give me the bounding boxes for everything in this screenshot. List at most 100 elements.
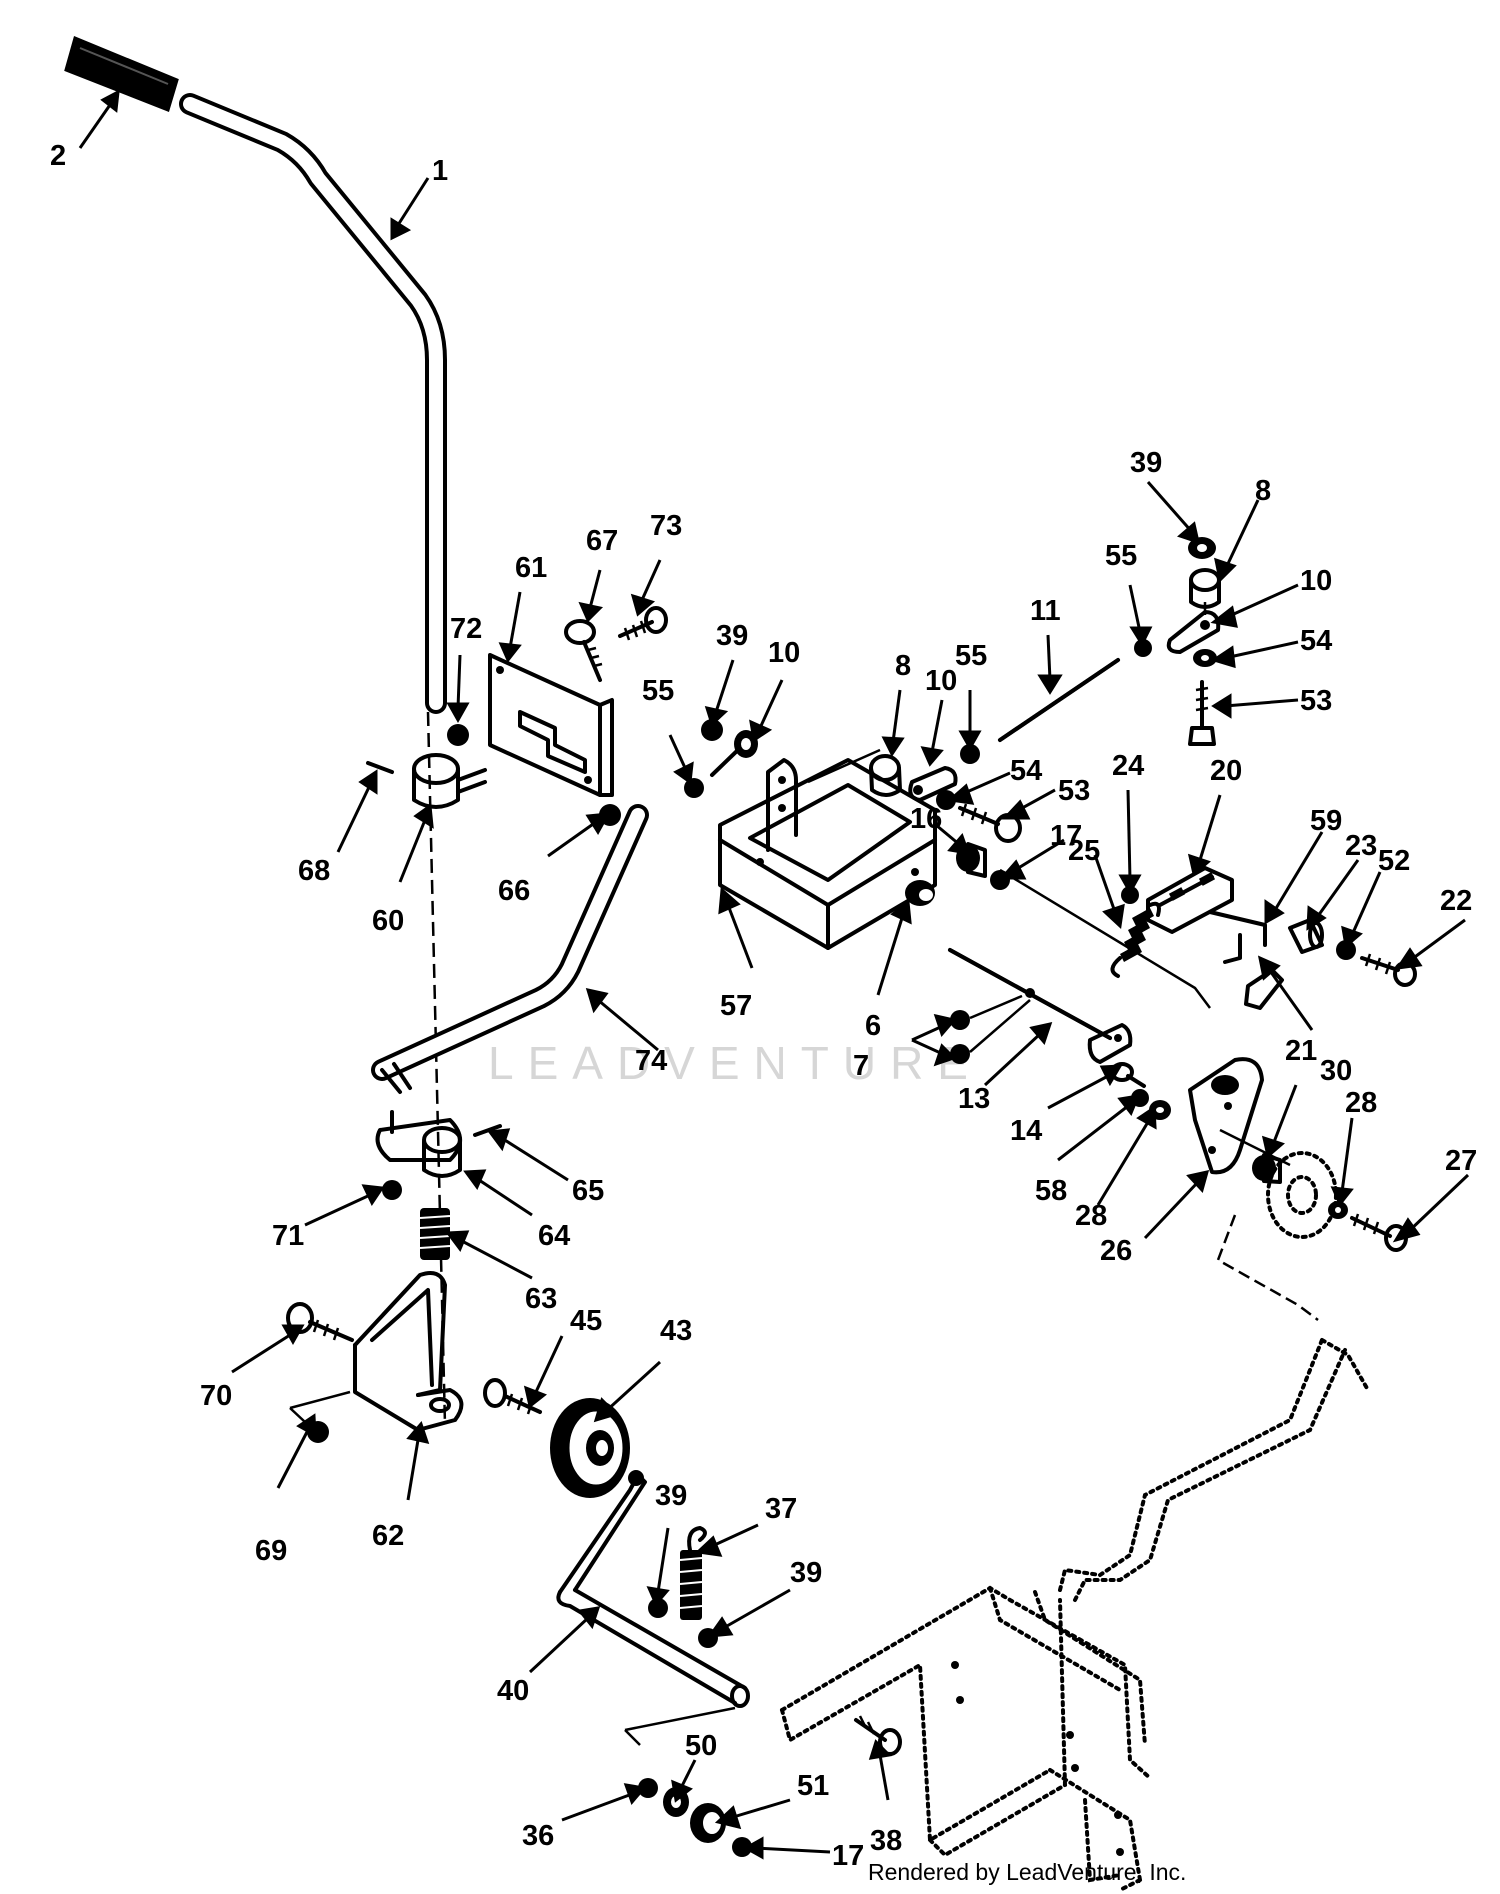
callout-2: 2 bbox=[50, 140, 66, 172]
callout-27: 27 bbox=[1445, 1145, 1477, 1177]
part-26-plate[interactable] bbox=[1188, 1057, 1264, 1175]
dotted-frame-outline bbox=[780, 1585, 1152, 1892]
callout-1: 1 bbox=[432, 155, 448, 187]
part-51-bushing[interactable] bbox=[690, 1803, 726, 1843]
callout-38: 38 bbox=[870, 1825, 902, 1857]
part-30-nut[interactable] bbox=[1252, 1153, 1282, 1184]
part-62-bracket[interactable] bbox=[353, 1271, 464, 1432]
callout-10a: 10 bbox=[1300, 565, 1332, 597]
part-1-lift-lever[interactable] bbox=[179, 93, 447, 714]
callout-64: 64 bbox=[538, 1220, 570, 1252]
part-59-pin[interactable] bbox=[1208, 910, 1267, 964]
part-60-collar[interactable] bbox=[412, 753, 487, 809]
callout-58: 58 bbox=[1035, 1175, 1067, 1207]
leader-16-line bbox=[999, 868, 1211, 1009]
callout-6: 6 bbox=[865, 1010, 881, 1042]
part-36-washer[interactable] bbox=[638, 1778, 658, 1798]
callout-20: 20 bbox=[1210, 755, 1242, 787]
part-64-arm[interactable] bbox=[375, 1110, 462, 1178]
leader-69 bbox=[289, 1390, 351, 1423]
callout-63: 63 bbox=[525, 1283, 557, 1315]
callout-51: 51 bbox=[797, 1770, 829, 1802]
part-43-pulley[interactable] bbox=[550, 1398, 630, 1498]
part-28-washer-a[interactable] bbox=[1328, 1201, 1348, 1219]
callout-53a: 53 bbox=[1300, 685, 1332, 717]
callout-74: 74 bbox=[635, 1045, 667, 1077]
callout-24: 24 bbox=[1112, 750, 1144, 782]
callout-54b: 54 bbox=[1010, 755, 1042, 787]
callout-arrows bbox=[78, 89, 1470, 1860]
callout-11: 11 bbox=[1030, 595, 1061, 627]
callout-39a: 39 bbox=[1130, 447, 1162, 479]
part-8-bushing-b[interactable] bbox=[869, 754, 902, 797]
callout-7: 7 bbox=[853, 1050, 869, 1082]
callout-22: 22 bbox=[1440, 885, 1472, 917]
callout-39c: 39 bbox=[655, 1480, 687, 1512]
callout-55a: 55 bbox=[1105, 540, 1137, 572]
callout-60: 60 bbox=[372, 905, 404, 937]
callout-16: 16 bbox=[910, 803, 942, 835]
callout-72: 72 bbox=[450, 613, 482, 645]
callout-10c: 10 bbox=[925, 665, 957, 697]
callout-25: 25 bbox=[1068, 835, 1100, 867]
part-73-bolt[interactable] bbox=[618, 606, 668, 641]
part-7-nut-a[interactable] bbox=[950, 1010, 970, 1030]
callout-61: 61 bbox=[515, 552, 547, 584]
callout-73: 73 bbox=[650, 510, 682, 542]
callout-17a: 17 bbox=[1050, 820, 1082, 852]
part-8-bushing-a[interactable] bbox=[1189, 568, 1221, 609]
leader-7-lines bbox=[969, 994, 1031, 1053]
part-25-spring[interactable] bbox=[1110, 901, 1161, 978]
callout-57: 57 bbox=[720, 990, 752, 1022]
leader-57-top bbox=[807, 748, 881, 784]
part-7-nut-b[interactable] bbox=[950, 1044, 970, 1064]
callout-53b: 53 bbox=[1058, 775, 1090, 807]
part-52-nut[interactable] bbox=[1336, 940, 1356, 960]
part-27-bolt[interactable] bbox=[1350, 1213, 1408, 1252]
part-10-rod-end-a[interactable] bbox=[1166, 610, 1221, 654]
part-72-nut[interactable] bbox=[447, 724, 469, 746]
part-68-pin[interactable] bbox=[366, 761, 394, 774]
callout-54a: 54 bbox=[1300, 625, 1332, 657]
callout-36: 36 bbox=[522, 1820, 554, 1852]
callout-39d: 39 bbox=[790, 1557, 822, 1589]
watermark-text: LEADVENTURE bbox=[488, 1037, 982, 1089]
part-71-nut[interactable] bbox=[382, 1180, 402, 1200]
callout-50: 50 bbox=[685, 1730, 717, 1762]
part-23-spacer[interactable] bbox=[1288, 918, 1324, 954]
part-74-rod[interactable] bbox=[371, 804, 649, 1094]
part-20-bracket[interactable] bbox=[1146, 866, 1234, 934]
callout-8b: 8 bbox=[895, 650, 911, 682]
callout-62: 62 bbox=[372, 1520, 404, 1552]
part-53-bolt-a[interactable] bbox=[1188, 680, 1216, 746]
part-63-spring[interactable] bbox=[419, 1208, 451, 1260]
callout-17b: 17 bbox=[832, 1840, 864, 1872]
part-13-shaft[interactable] bbox=[948, 948, 1133, 1064]
part-17-nut-b[interactable] bbox=[732, 1837, 752, 1857]
part-10-rod-end-c[interactable] bbox=[908, 766, 958, 802]
part-61-bracket[interactable] bbox=[488, 653, 614, 797]
part-67-bolt[interactable] bbox=[564, 619, 603, 682]
part-40-idler-arm[interactable] bbox=[556, 1470, 750, 1708]
part-65-pin[interactable] bbox=[473, 1124, 502, 1137]
part-54-washer-a[interactable] bbox=[1193, 649, 1217, 667]
callout-14: 14 bbox=[1010, 1115, 1042, 1147]
callout-65: 65 bbox=[572, 1175, 604, 1207]
callout-43: 43 bbox=[660, 1315, 692, 1347]
footer-credit: Rendered by LeadVenture, Inc. bbox=[868, 1859, 1187, 1885]
part-55-nut-c[interactable] bbox=[960, 744, 980, 764]
callout-66: 66 bbox=[498, 875, 530, 907]
callout-30: 30 bbox=[1320, 1055, 1352, 1087]
part-55-nut-a[interactable] bbox=[1134, 639, 1152, 657]
part-57-frame[interactable] bbox=[718, 758, 937, 950]
part-2-handle-grip[interactable] bbox=[64, 35, 179, 112]
part-39-nut-b[interactable] bbox=[701, 719, 723, 741]
dashed-link bbox=[1216, 1214, 1319, 1321]
part-6-nut[interactable] bbox=[905, 880, 935, 906]
part-37-spring[interactable] bbox=[679, 1526, 707, 1620]
callout-28a: 28 bbox=[1345, 1087, 1377, 1119]
part-54-washer-b[interactable] bbox=[936, 790, 956, 810]
leader-stack bbox=[624, 1706, 736, 1746]
part-39-nut-c[interactable] bbox=[648, 1598, 668, 1618]
